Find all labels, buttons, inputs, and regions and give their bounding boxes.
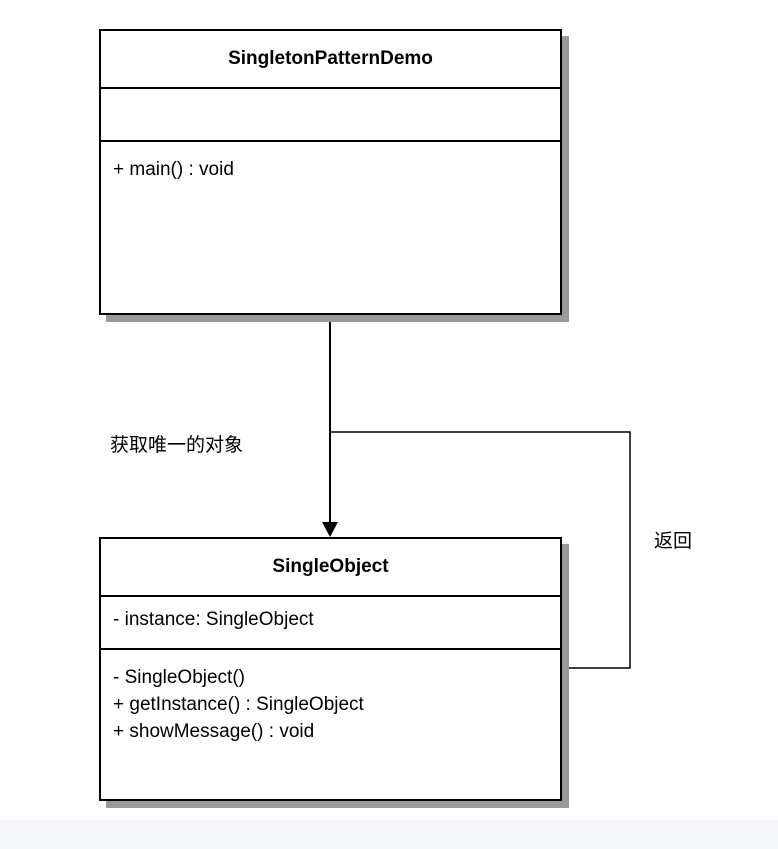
class-singleton-pattern-demo[interactable]: SingletonPatternDemo + main() : void	[99, 29, 562, 315]
attribute-compartment: - instance: SingleObject	[101, 597, 560, 650]
dependency-arrowhead	[322, 522, 338, 537]
class-name: SingleObject	[101, 539, 560, 597]
edge-label-return: 返回	[654, 531, 693, 552]
class-single-object[interactable]: SingleObject - instance: SingleObject - …	[99, 537, 562, 801]
bottom-band	[0, 820, 778, 849]
method-show-message: + showMessage() : void	[113, 721, 315, 742]
method-main: + main() : void	[113, 159, 234, 180]
method-constructor: - SingleObject()	[113, 667, 245, 688]
method-compartment: - SingleObject() + getInstance() : Singl…	[101, 650, 560, 745]
attribute-instance: - instance: SingleObject	[113, 609, 314, 630]
method-get-instance: + getInstance() : SingleObject	[113, 694, 364, 715]
return-line	[330, 431, 631, 669]
method-compartment: + main() : void	[101, 142, 560, 183]
attribute-compartment	[101, 89, 560, 142]
class-name: SingletonPatternDemo	[101, 31, 560, 89]
edge-label-get-instance: 获取唯一的对象	[110, 435, 244, 456]
